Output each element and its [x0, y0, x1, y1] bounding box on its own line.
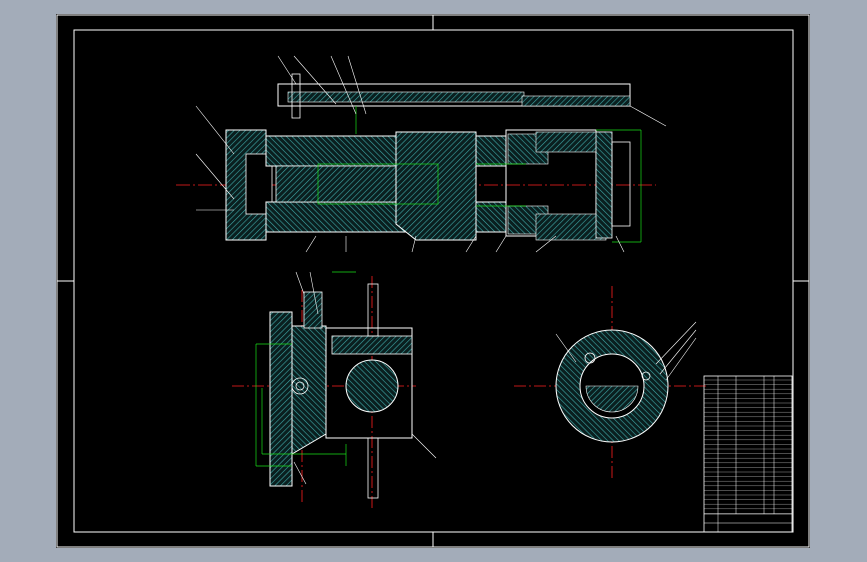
bottom-right-ring-view [514, 286, 706, 480]
centering-marks [57, 15, 809, 547]
title-block [703, 375, 793, 533]
cad-drawing [56, 14, 810, 548]
cad-drawing-sheet [56, 14, 810, 548]
top-section-view [176, 55, 667, 253]
inner-frame [73, 29, 794, 533]
bottom-left-view [232, 271, 437, 510]
